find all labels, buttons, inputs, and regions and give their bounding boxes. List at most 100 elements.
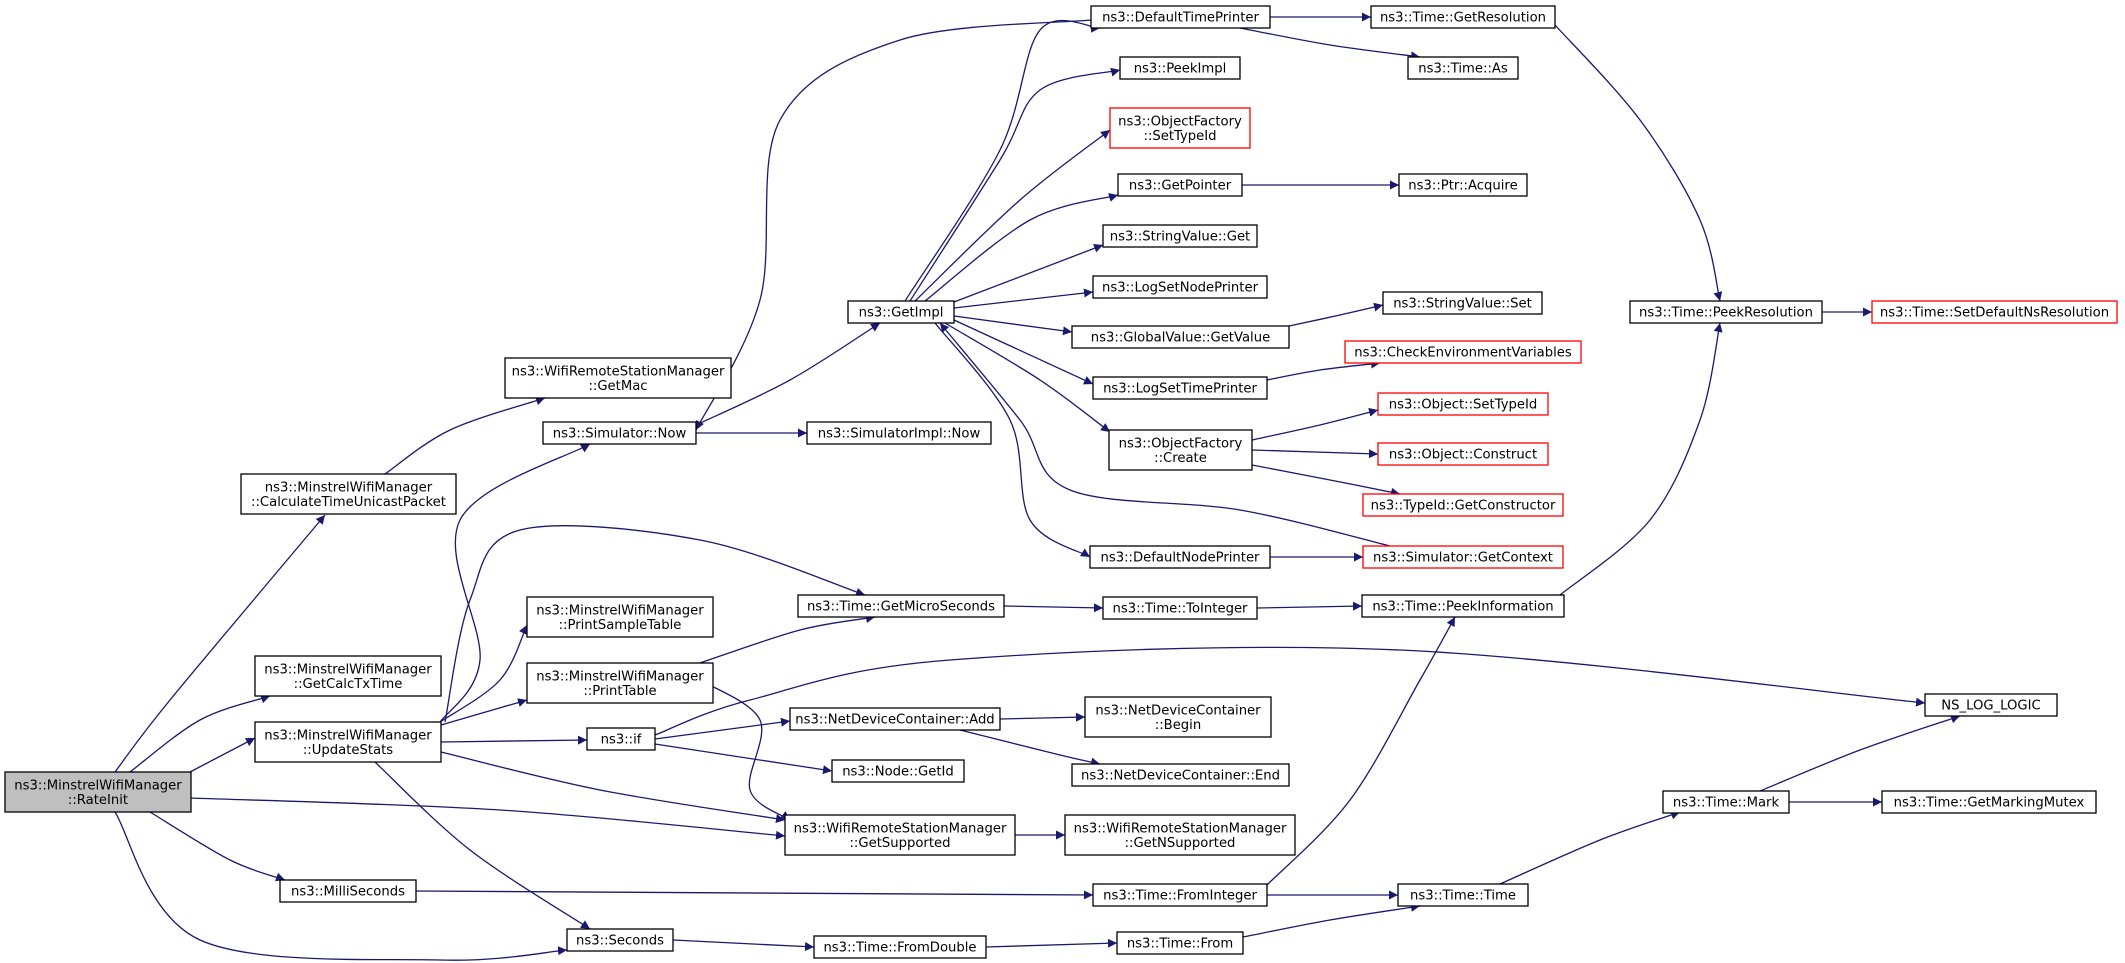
node-box[interactable] [1344,340,1582,364]
node-ofsettypeid[interactable]: ns3::ObjectFactory::SetTypeId [1109,107,1251,149]
node-peekimpl[interactable]: ns3::PeekImpl [1119,56,1241,80]
node-ndcadd[interactable]: ns3::NetDeviceContainer::Add [789,707,1001,731]
node-ndcbegin[interactable]: ns3::NetDeviceContainer::Begin [1084,696,1272,738]
node-defaulttimeprinter[interactable]: ns3::DefaultTimePrinter [1090,5,1271,29]
node-box[interactable] [797,594,1005,618]
node-box[interactable] [1108,429,1253,471]
node-getmarkingmutex[interactable]: ns3::Time::GetMarkingMutex [1881,790,2097,814]
node-stringvalueset[interactable]: ns3::StringValue::Set [1382,291,1543,315]
node-box[interactable] [1398,173,1528,197]
node-logsettimeprinter[interactable]: ns3::LogSetTimePrinter [1092,376,1268,400]
node-timetime[interactable]: ns3::Time::Time [1397,883,1529,907]
node-box[interactable] [1377,442,1549,466]
node-peekres[interactable]: ns3::Time::PeekResolution [1629,300,1823,324]
node-fromint[interactable]: ns3::Time::FromInteger [1092,883,1268,907]
node-timeas[interactable]: ns3::Time::As [1407,56,1519,80]
node-box[interactable] [542,421,697,445]
node-box[interactable] [1092,883,1268,907]
node-getnsupported[interactable]: ns3::WifiRemoteStationManager::GetNSuppo… [1064,814,1296,856]
node-box[interactable] [4,771,192,813]
node-getpointer[interactable]: ns3::GetPointer [1117,173,1243,197]
node-box[interactable] [806,421,992,445]
node-ofcreate[interactable]: ns3::ObjectFactory::Create [1108,429,1253,471]
node-box[interactable] [1089,545,1271,569]
node-box[interactable] [254,721,442,763]
node-box[interactable] [526,596,714,638]
node-defaultnodeprinter[interactable]: ns3::DefaultNodePrinter [1089,545,1271,569]
node-box[interactable] [1084,696,1272,738]
node-printtable[interactable]: ns3::MinstrelWifiManager::PrintTable [526,662,714,704]
node-nsif[interactable]: ns3::if [586,727,656,751]
node-box[interactable] [504,357,732,399]
node-box[interactable] [1090,5,1271,29]
node-box[interactable] [1109,107,1251,149]
node-box[interactable] [1116,931,1244,955]
node-objsettypeid[interactable]: ns3::Object::SetTypeId [1377,392,1549,416]
node-setdefaultns[interactable]: ns3::Time::SetDefaultNsResolution [1871,300,2118,324]
node-updatestats[interactable]: ns3::MinstrelWifiManager::UpdateStats [254,721,442,763]
node-box[interactable] [1362,545,1564,569]
node-box[interactable] [526,662,714,704]
node-box[interactable] [566,928,674,952]
node-toint[interactable]: ns3::Time::ToInteger [1102,596,1258,620]
node-simgetcontext[interactable]: ns3::Simulator::GetContext [1362,545,1564,569]
node-box[interactable] [1397,883,1529,907]
node-ptracquire[interactable]: ns3::Ptr::Acquire [1398,173,1528,197]
node-getmac[interactable]: ns3::WifiRemoteStationManager::GetMac [504,357,732,399]
node-getcalctx[interactable]: ns3::MinstrelWifiManager::GetCalcTxTime [254,655,442,697]
node-box[interactable] [1881,790,2097,814]
node-box[interactable] [254,655,442,697]
node-getsupported[interactable]: ns3::WifiRemoteStationManager::GetSuppor… [784,814,1016,856]
node-box[interactable] [1407,56,1519,80]
node-box[interactable] [1377,392,1549,416]
node-box[interactable] [1102,224,1258,248]
node-seconds[interactable]: ns3::Seconds [566,928,674,952]
node-box[interactable] [240,473,457,515]
node-simimplnow[interactable]: ns3::SimulatorImpl::Now [806,421,992,445]
node-getmicro[interactable]: ns3::Time::GetMicroSeconds [797,594,1005,618]
node-box[interactable] [279,879,417,903]
node-box[interactable] [1071,763,1290,787]
node-box[interactable] [1382,291,1543,315]
node-gvgetvalue[interactable]: ns3::GlobalValue::GetValue [1071,325,1290,349]
node-fromdouble[interactable]: ns3::Time::FromDouble [813,935,987,959]
node-checkenv[interactable]: ns3::CheckEnvironmentVariables [1344,340,1582,364]
node-box[interactable] [813,935,987,959]
node-box[interactable] [1361,594,1565,618]
node-box[interactable] [1662,790,1790,814]
node-box[interactable] [784,814,1016,856]
node-box[interactable] [1092,376,1268,400]
node-millis[interactable]: ns3::MilliSeconds [279,879,417,903]
node-box[interactable] [1117,173,1243,197]
node-objconstruct[interactable]: ns3::Object::Construct [1377,442,1549,466]
node-typeidgetctor[interactable]: ns3::TypeId::GetConstructor [1362,493,1564,517]
node-box[interactable] [789,707,1001,731]
node-nodegetid[interactable]: ns3::Node::GetId [831,759,965,783]
node-box[interactable] [1629,300,1823,324]
node-box[interactable] [1119,56,1241,80]
node-box[interactable] [586,727,656,751]
node-rateinit[interactable]: ns3::MinstrelWifiManager::RateInit [4,771,192,813]
node-box[interactable] [1092,275,1268,299]
node-box[interactable] [1871,300,2118,324]
node-box[interactable] [1102,596,1258,620]
node-box[interactable] [1924,693,2058,717]
node-stringvalueget[interactable]: ns3::StringValue::Get [1102,224,1258,248]
node-box[interactable] [1362,493,1564,517]
node-getimpl[interactable]: ns3::GetImpl [847,300,955,324]
node-getresolution[interactable]: ns3::Time::GetResolution [1370,5,1556,29]
node-box[interactable] [847,300,955,324]
node-box[interactable] [1064,814,1296,856]
node-simnow[interactable]: ns3::Simulator::Now [542,421,697,445]
node-box[interactable] [831,759,965,783]
node-timefrom[interactable]: ns3::Time::From [1116,931,1244,955]
node-box[interactable] [1071,325,1290,349]
node-peekinfo[interactable]: ns3::Time::PeekInformation [1361,594,1565,618]
node-ndcend[interactable]: ns3::NetDeviceContainer::End [1071,763,1290,787]
node-logsetnodeprinter[interactable]: ns3::LogSetNodePrinter [1092,275,1268,299]
node-box[interactable] [1370,5,1556,29]
node-printsample[interactable]: ns3::MinstrelWifiManager::PrintSampleTab… [526,596,714,638]
node-nslog[interactable]: NS_LOG_LOGIC [1924,693,2058,717]
node-calc_time[interactable]: ns3::MinstrelWifiManager::CalculateTimeU… [240,473,457,515]
node-timemark[interactable]: ns3::Time::Mark [1662,790,1790,814]
